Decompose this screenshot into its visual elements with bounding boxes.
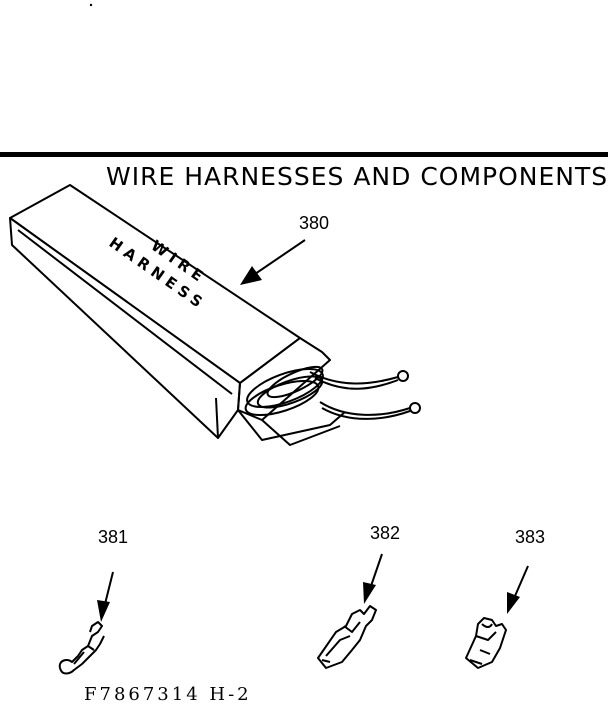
figure-code: F7867314 H-2 bbox=[84, 684, 252, 705]
terminal-381 bbox=[58, 621, 105, 675]
callout-380: 380 bbox=[299, 213, 330, 233]
callout-arrow-381 bbox=[97, 571, 114, 622]
callout-381: 381 bbox=[98, 527, 129, 547]
callout-383: 383 bbox=[515, 527, 546, 547]
terminal-383 bbox=[465, 617, 507, 669]
speck bbox=[89, 3, 93, 7]
callout-arrow-383 bbox=[507, 565, 529, 614]
callout-382: 382 bbox=[370, 523, 401, 543]
page-title: WIRE HARNESSES AND COMPONENTS bbox=[106, 162, 608, 191]
callout-arrow-380 bbox=[240, 239, 306, 285]
callout-arrow-382 bbox=[363, 553, 383, 604]
terminal-382 bbox=[317, 605, 377, 669]
header-rule bbox=[0, 152, 608, 157]
wire-harness-package bbox=[9, 184, 421, 446]
